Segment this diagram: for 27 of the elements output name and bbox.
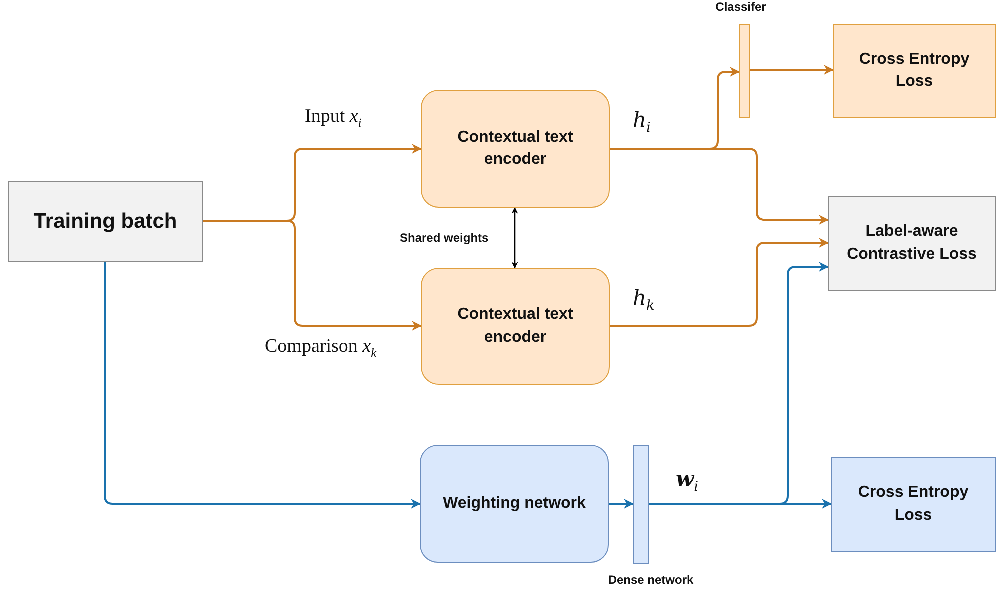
arrow	[649, 262, 829, 505]
process-box	[420, 445, 609, 563]
layer-bar	[739, 24, 750, 118]
node-label: Contextual text encoder	[456, 128, 574, 170]
node-label: Cross Entropy Loss	[857, 483, 970, 526]
arrow	[609, 499, 634, 509]
process-box	[421, 268, 610, 385]
node-label: Weighting network	[443, 494, 586, 514]
loss-box	[8, 181, 203, 262]
node-label: Training batch	[34, 208, 178, 235]
edge-label: Shared weights	[400, 231, 489, 245]
arrow	[104, 262, 421, 509]
loss-box	[833, 24, 996, 118]
layer-caption: Dense network	[608, 573, 694, 587]
process-box	[421, 90, 610, 208]
loss-box	[828, 196, 996, 291]
node-label: Label-aware Contrastive Loss	[846, 222, 978, 264]
arrow	[203, 220, 422, 331]
arrow	[610, 148, 829, 225]
layer-caption: Classifer	[716, 0, 766, 14]
arrow	[610, 238, 829, 327]
arrow	[750, 65, 834, 75]
node-label: Cross Entropy Loss	[858, 50, 971, 92]
node-label: Contextual text encoder	[456, 305, 574, 348]
arrow	[512, 207, 518, 269]
loss-box	[831, 457, 996, 552]
layer-bar	[633, 445, 649, 564]
